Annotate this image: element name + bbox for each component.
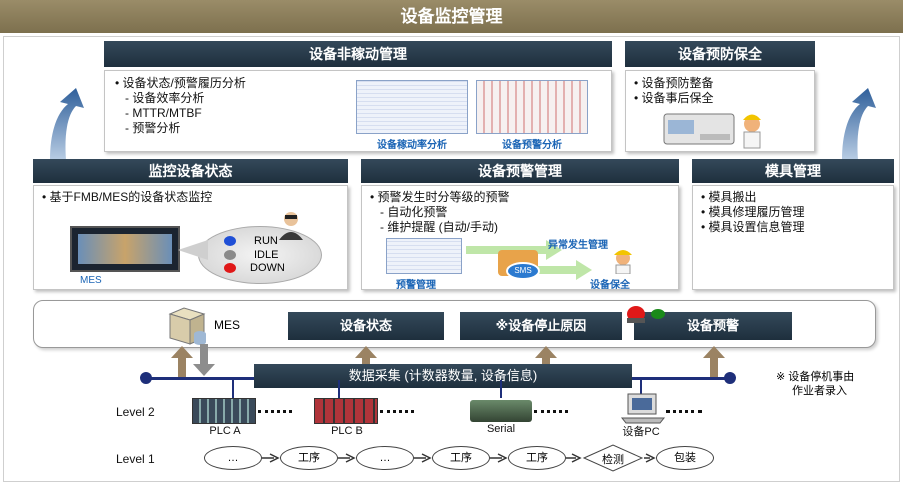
equipment-pc-icon — [620, 393, 666, 424]
mes-screen-thumbnail — [70, 226, 180, 272]
maintenance-caption: 设备保全 — [590, 280, 630, 291]
drop-line — [500, 380, 502, 398]
process-step: 工序 — [280, 446, 338, 470]
alarm-item: 预警发生时分等级的预警 — [377, 190, 510, 204]
level2-label: Level 2 — [116, 405, 155, 419]
serial-device-icon — [470, 400, 532, 422]
monitor-header: 监控设备状态 — [33, 159, 348, 183]
device-label: Serial — [486, 423, 516, 435]
data-collection-box: 数据采集 (计数器数量, 设备信息) — [254, 364, 632, 388]
note-text: ※ 设备停机事由 作业者录入 — [776, 371, 855, 397]
process-step: 检测 — [602, 454, 624, 466]
pointer-triangle-icon — [178, 240, 208, 260]
process-step: 工序 — [508, 446, 566, 470]
abnormal-caption: 异常发生管理 — [548, 240, 608, 251]
alarm-header: 设备预警管理 — [361, 159, 679, 183]
warning-lamp-icon — [627, 306, 665, 323]
process-step: … — [204, 446, 262, 470]
prevent-header: 设备预防保全 — [625, 41, 815, 67]
idle-dot-icon — [224, 250, 236, 260]
machine-worker-icon — [663, 113, 761, 149]
device-label: PLC A — [209, 425, 241, 437]
nonoperation-item: 预警分析 — [132, 121, 181, 135]
drop-line — [640, 380, 642, 394]
bus-end-left-icon — [140, 372, 152, 384]
alarm-analysis-thumbnail — [476, 80, 588, 134]
bus-end-right-icon — [724, 372, 736, 384]
data-arrows — [171, 344, 725, 380]
plc-a-icon — [192, 398, 256, 424]
state-run: RUN — [254, 235, 278, 247]
mes-server-icon — [168, 307, 206, 345]
level1-label: Level 1 — [116, 452, 155, 466]
device-label: PLC B — [331, 425, 363, 437]
monitor-item: 基于FMB/MES的设备状态监控 — [49, 190, 213, 204]
curved-up-arrow-right-icon — [842, 88, 876, 160]
inspection-diamond-icon — [582, 444, 644, 472]
down-dot-icon — [224, 263, 236, 273]
status-box: 设备状态 — [288, 312, 444, 340]
drop-line — [338, 380, 340, 398]
dotted-link — [258, 410, 292, 413]
plc-b-icon — [314, 398, 378, 424]
mold-item: 模具修理履历管理 — [708, 205, 805, 219]
dotted-link — [380, 410, 414, 413]
alarm-analysis-caption: 设备预警分析 — [502, 140, 562, 151]
page-title: 设备监控管理 — [0, 0, 903, 33]
prevent-panel: • 设备预防整备 • 设备事后保全 — [625, 70, 815, 152]
alarm-item: 自动化预警 — [387, 205, 448, 219]
process-step: 包装 — [656, 446, 714, 470]
mold-header: 模具管理 — [692, 159, 894, 183]
stop-reason-box: ※设备停止原因 — [460, 312, 622, 340]
alarm-manage-caption: 预警管理 — [396, 280, 436, 291]
mold-panel: • 模具搬出 • 模具修理履历管理 • 模具设置信息管理 — [692, 185, 894, 290]
nonoperation-header: 设备非稼动管理 — [104, 41, 612, 67]
utilization-chart-thumbnail — [356, 80, 468, 134]
nonoperation-item: 设备状态/预警履历分析 — [122, 76, 246, 90]
nonoperation-item: MTTR/MTBF — [132, 106, 202, 120]
mold-item: 模具设置信息管理 — [708, 220, 805, 234]
sms-badge: SMS — [506, 262, 540, 280]
operator-icon — [279, 212, 303, 240]
alarm-manage-thumbnail — [386, 238, 462, 274]
dotted-link — [666, 410, 702, 413]
run-dot-icon — [224, 236, 236, 246]
process-step: … — [356, 446, 414, 470]
utilization-caption: 设备稼动率分析 — [377, 140, 447, 151]
mold-item: 模具搬出 — [708, 190, 757, 204]
state-down: DOWN — [250, 262, 285, 274]
device-label: 设备PC — [622, 426, 660, 438]
alarm-item: 维护提醒 (自动/手动) — [387, 220, 499, 234]
maintenance-worker-icon — [614, 250, 632, 274]
status-ellipse — [198, 226, 322, 284]
drop-line — [232, 380, 234, 398]
mes-label: MES — [214, 318, 241, 332]
prevent-item: 设备事后保全 — [641, 91, 714, 105]
mes-caption: MES — [80, 275, 102, 286]
process-step: 工序 — [432, 446, 490, 470]
nonoperation-item: 设备效率分析 — [132, 91, 205, 105]
prevent-item: 设备预防整备 — [641, 76, 714, 90]
curved-up-arrow-left-icon — [50, 88, 84, 160]
state-idle: IDLE — [254, 249, 279, 261]
dotted-link — [534, 410, 568, 413]
process-arrows — [262, 453, 656, 463]
